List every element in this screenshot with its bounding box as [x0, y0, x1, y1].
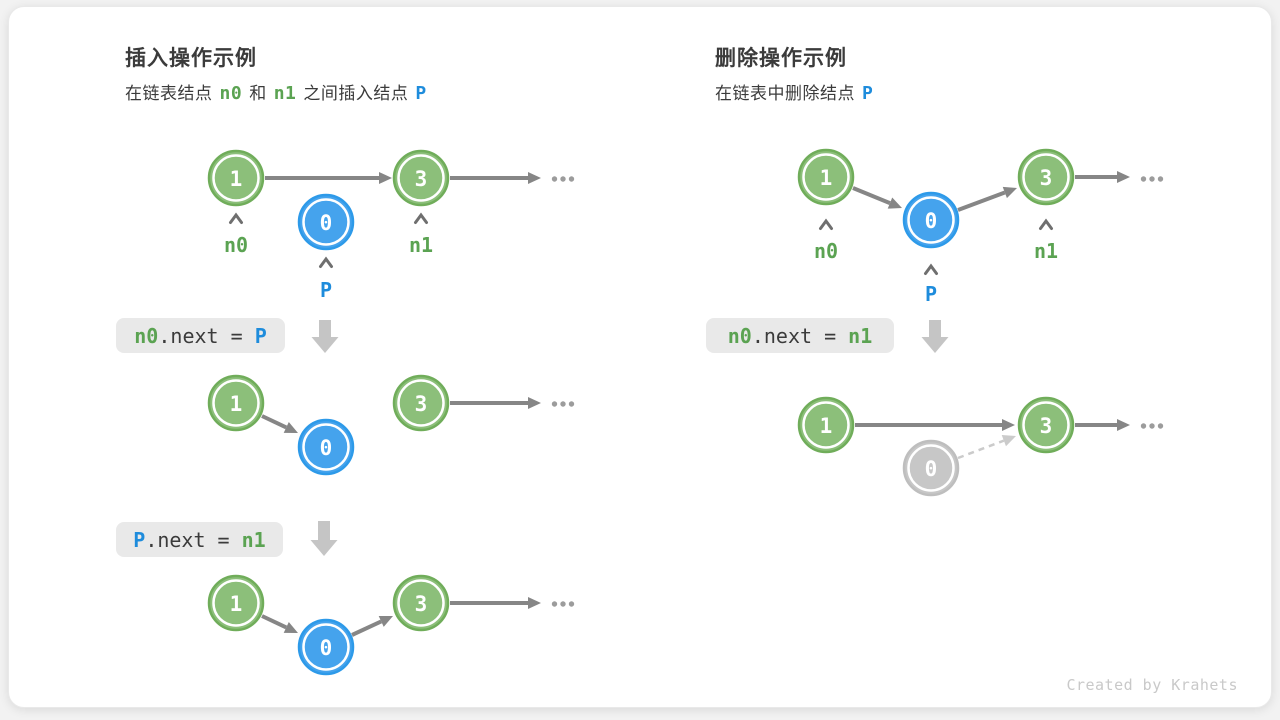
caret-up-icon — [319, 256, 333, 268]
pointer-label-n1: n1 — [409, 233, 433, 257]
list-node-3: 3 — [392, 149, 450, 207]
node-value: 3 — [1040, 414, 1053, 438]
code-token: n1 — [848, 323, 873, 348]
node-value: 3 — [415, 592, 428, 616]
arrow — [351, 616, 393, 637]
pointer-label-P: P — [925, 282, 937, 306]
down-arrow-icon — [311, 320, 339, 353]
pointer-label-n0: n0 — [224, 233, 248, 257]
arrow — [450, 172, 541, 184]
node-value: 3 — [415, 392, 428, 416]
down-arrow-icon — [310, 521, 338, 556]
code-token: .next = — [751, 323, 849, 348]
list-node-3: 3 — [392, 574, 450, 632]
arrow — [957, 186, 1017, 212]
list-node-1: 1 — [207, 574, 265, 632]
code-box: n0.next = P — [116, 318, 285, 353]
code-token: n1 — [241, 527, 266, 552]
node-value: 1 — [820, 414, 833, 438]
watermark-credit: Created by Krahets — [1066, 676, 1238, 694]
list-node-0: 0 — [297, 618, 355, 676]
arrow — [261, 414, 298, 433]
arrow — [261, 614, 298, 633]
caret-up-icon — [1039, 218, 1053, 230]
node-value: 0 — [320, 436, 333, 460]
node-value: 1 — [820, 166, 833, 190]
ellipsis-icon — [1140, 176, 1164, 182]
caret-up-icon — [229, 212, 243, 224]
list-node-0: 0 — [902, 191, 960, 249]
subtitle-text: 在链表中删除结点 — [715, 84, 855, 103]
left-panel-title: 插入操作示例 — [125, 47, 257, 70]
node-value: 0 — [320, 636, 333, 660]
code-token: P — [254, 323, 267, 348]
subtitle-code-token: P — [862, 83, 874, 104]
left-panel-subtitle: 在链表结点 n0 和 n1 之间插入结点 P — [125, 79, 434, 104]
caret-up-icon — [924, 263, 938, 275]
caret-up-icon — [414, 212, 428, 224]
ellipsis-icon — [551, 176, 575, 182]
arrow — [852, 186, 902, 209]
node-value: 3 — [415, 167, 428, 191]
code-token: n0 — [134, 323, 159, 348]
pointer-label-P: P — [320, 278, 332, 302]
subtitle-text: 和 — [249, 84, 267, 103]
list-node-1: 1 — [207, 149, 265, 207]
subtitle-text: 在链表结点 — [125, 84, 213, 103]
subtitle-code-token: n0 — [219, 83, 243, 104]
code-token: P — [133, 527, 146, 552]
node-value: 0 — [925, 209, 938, 233]
list-node-3: 3 — [1017, 148, 1075, 206]
arrow — [855, 419, 1015, 431]
arrow — [1075, 171, 1130, 183]
ellipsis-icon — [551, 401, 575, 407]
node-value: 1 — [230, 592, 243, 616]
list-node-3: 3 — [392, 374, 450, 432]
code-box: P.next = n1 — [116, 522, 283, 557]
code-box: n0.next = n1 — [706, 318, 894, 353]
list-node-0: 0 — [297, 193, 355, 251]
node-value: 1 — [230, 392, 243, 416]
list-node-0: 0 — [902, 439, 960, 497]
node-value: 0 — [320, 211, 333, 235]
pointer-label-n1: n1 — [1034, 239, 1058, 263]
arrow — [1075, 419, 1130, 431]
arrow — [450, 597, 541, 609]
list-node-1: 1 — [207, 374, 265, 432]
node-value: 3 — [1040, 166, 1053, 190]
list-node-1: 1 — [797, 148, 855, 206]
arrow — [265, 172, 392, 184]
list-node-1: 1 — [797, 396, 855, 454]
ellipsis-icon — [551, 601, 575, 607]
list-node-0: 0 — [297, 418, 355, 476]
list-node-3: 3 — [1017, 396, 1075, 454]
caret-up-icon — [819, 218, 833, 230]
code-token: n0 — [727, 323, 752, 348]
pointer-label-n0: n0 — [814, 239, 838, 263]
dashed-arrow — [957, 435, 1016, 460]
right-panel-title: 删除操作示例 — [715, 47, 847, 70]
subtitle-text: 之间插入结点 — [303, 84, 409, 103]
code-token: .next = — [145, 527, 242, 552]
code-token: .next = — [158, 323, 255, 348]
node-value: 1 — [230, 167, 243, 191]
right-panel-subtitle: 在链表中删除结点 P — [715, 79, 880, 104]
arrow — [450, 397, 541, 409]
down-arrow-icon — [921, 320, 949, 353]
subtitle-code-token: P — [415, 83, 427, 104]
ellipsis-icon — [1140, 423, 1164, 429]
node-value: 0 — [925, 457, 938, 481]
subtitle-code-token: n1 — [273, 83, 297, 104]
